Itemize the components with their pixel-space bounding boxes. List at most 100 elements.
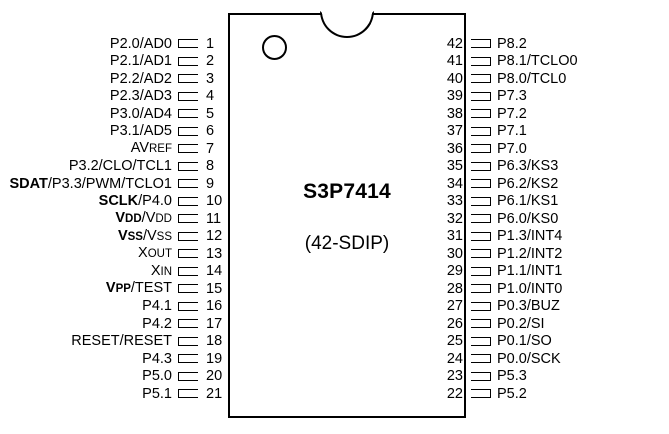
pin-number-label: 9 xyxy=(206,175,215,192)
pin-lead-stub-icon xyxy=(178,266,198,276)
pin-signal-label: P6.0/KS0 xyxy=(497,210,559,227)
pin-number-label: 42 xyxy=(446,35,463,52)
pin-signal-label: P0.0/SCK xyxy=(497,350,561,367)
pin-lead-stub-icon xyxy=(471,266,491,276)
pin-signal-label: P8.2 xyxy=(497,35,527,52)
pin-lead-stub-icon xyxy=(178,74,198,84)
pin-number-label: 36 xyxy=(446,140,463,157)
pin-row: VDD/VDD 11 xyxy=(0,210,228,228)
pin-number-label: 6 xyxy=(206,123,215,139)
pin-lead-stub-icon xyxy=(471,319,491,329)
pin-number-label: 22 xyxy=(446,385,463,402)
pin-lead-stub-icon xyxy=(178,126,198,136)
pin-lead-stub-icon xyxy=(178,214,198,224)
pin-lead-stub-icon xyxy=(471,336,491,346)
pin-lead-stub-icon xyxy=(178,336,198,346)
pin-number-label: 24 xyxy=(446,350,463,367)
pin-signal-label: P0.1/SO xyxy=(497,333,552,349)
pin1-indicator-dot-icon xyxy=(262,35,287,60)
pin-lead-stub-icon xyxy=(471,39,491,49)
pin-signal-label: P1.0/INT0 xyxy=(497,280,563,297)
pin-lead-stub-icon xyxy=(178,144,198,154)
pin-lead-stub-icon xyxy=(178,109,198,119)
chip-body-outline xyxy=(228,13,466,418)
pin-number-label: 17 xyxy=(206,315,223,332)
pin-signal-label: P2.3/AD3 xyxy=(109,88,172,104)
pin-signal-label: VDD/VDD xyxy=(115,210,172,226)
pin-row: SDAT/P3.3/PWM/TCLO1 9 xyxy=(0,175,228,193)
pin-lead-stub-icon xyxy=(471,196,491,206)
pin-lead-stub-icon xyxy=(471,301,491,311)
pin-row: VSS/VSS 12 xyxy=(0,228,228,246)
pin-lead-stub-icon xyxy=(178,389,198,399)
pin-lead-stub-icon xyxy=(471,354,491,364)
pin-number-label: 27 xyxy=(446,298,463,314)
pin-lead-stub-icon xyxy=(178,301,198,311)
pin-lead-stub-icon xyxy=(471,231,491,241)
pin-number-label: 41 xyxy=(446,53,463,69)
pin-lead-stub-icon xyxy=(178,56,198,66)
pin-signal-label: P3.0/AD4 xyxy=(109,105,172,122)
pin-number-label: 40 xyxy=(446,70,463,87)
pin-number-label: 18 xyxy=(206,333,223,349)
pin-lead-stub-icon xyxy=(178,319,198,329)
pin-number-label: 35 xyxy=(446,158,463,174)
pin-number-label: 7 xyxy=(206,140,215,157)
pin-lead-stub-icon xyxy=(178,284,198,294)
pin-signal-label: P4.3 xyxy=(142,350,172,367)
pin-signal-label: P1.1/INT1 xyxy=(497,263,563,279)
pin-lead-stub-icon xyxy=(178,354,198,364)
pin-lead-stub-icon xyxy=(471,371,491,381)
pin-number-label: 14 xyxy=(206,263,223,279)
pin-number-label: 8 xyxy=(206,158,215,174)
pin-number-label: 12 xyxy=(206,228,223,244)
pin-row: P2.3/AD3 4 xyxy=(0,88,228,106)
pin-number-label: 5 xyxy=(206,105,215,122)
pin-lead-stub-icon xyxy=(178,179,198,189)
pin-lead-stub-icon xyxy=(471,389,491,399)
pin-lead-stub-icon xyxy=(471,109,491,119)
pin-number-label: 10 xyxy=(206,193,223,209)
pin-number-label: 4 xyxy=(206,88,215,104)
pin-signal-label: P3.2/CLO/TCL1 xyxy=(68,158,172,174)
pin-lead-stub-icon xyxy=(471,161,491,171)
pin-number-label: 37 xyxy=(446,123,463,139)
pin-row: P4.3 19 xyxy=(0,350,228,368)
pin-signal-label: VSS/VSS xyxy=(117,227,172,244)
pin-lead-stub-icon xyxy=(471,56,491,66)
pin-number-label: 30 xyxy=(446,245,463,262)
pin-number-label: 20 xyxy=(206,368,223,384)
pin-signal-label: XOUT xyxy=(138,245,172,261)
pin-row: P5.0 20 xyxy=(0,368,228,386)
pin-number-label: 26 xyxy=(446,315,463,332)
pin-lead-stub-icon xyxy=(178,39,198,49)
pin-lead-stub-icon xyxy=(471,144,491,154)
pin-signal-label: SDAT/P3.3/PWM/TCLO1 xyxy=(9,175,173,192)
pin-number-label: 1 xyxy=(206,35,215,52)
pin-number-label: 19 xyxy=(206,350,223,367)
pin-number-label: 11 xyxy=(206,210,222,227)
pin-signal-label: P5.0 xyxy=(142,368,172,384)
pin-lead-stub-icon xyxy=(178,371,198,381)
